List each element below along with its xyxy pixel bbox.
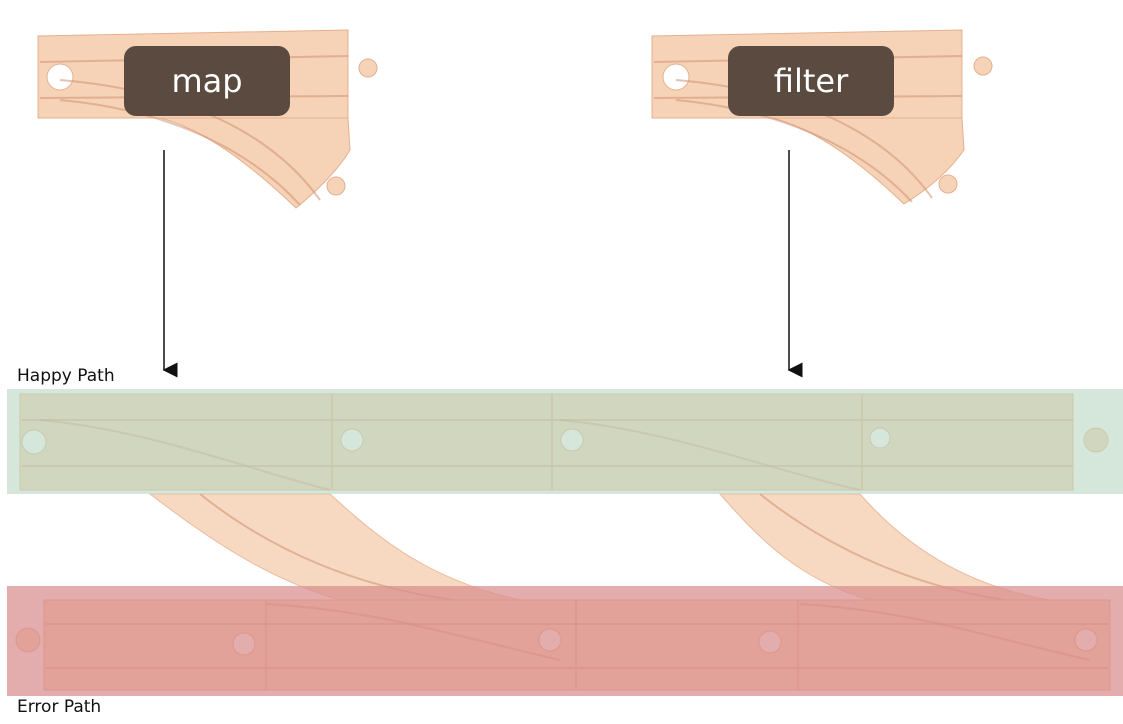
- happy-path-band: [7, 389, 1123, 494]
- filter-track-peg-straight: [974, 57, 992, 75]
- error-path-band: [7, 586, 1123, 696]
- map-track-peg-straight: [359, 59, 377, 77]
- filter-function-label: filter: [728, 46, 894, 116]
- error-path-label: Error Path: [17, 697, 101, 717]
- map-connector-curve: [150, 494, 520, 600]
- filter-track-curve: [772, 118, 964, 204]
- map-track-peg-curve: [327, 177, 345, 195]
- map-track-socket: [47, 64, 73, 90]
- map-track-curve: [160, 118, 350, 208]
- happy-path-label: Happy Path: [17, 366, 115, 386]
- map-function-label: map: [124, 46, 290, 116]
- filter-track-socket: [663, 64, 689, 90]
- filter-connector-curve: [720, 494, 1050, 600]
- filter-track-peg-curve: [939, 175, 957, 193]
